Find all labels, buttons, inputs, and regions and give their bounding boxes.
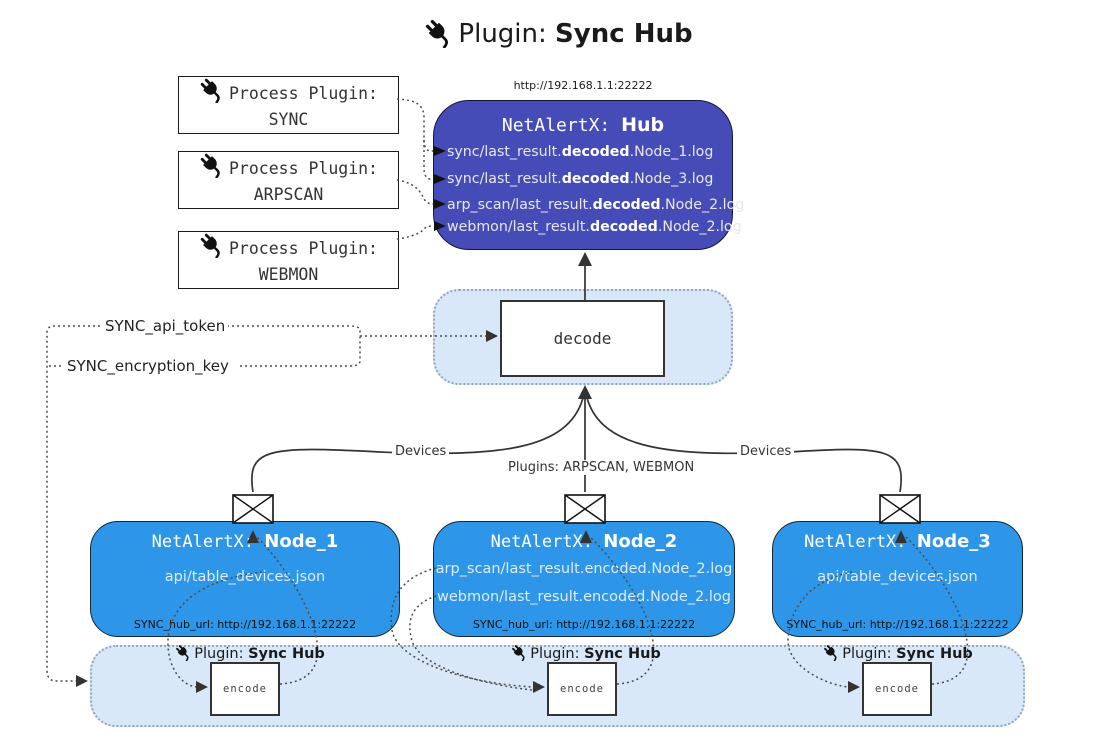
node-3-title: NetAlertX: Node_3	[804, 531, 991, 552]
node-1-line: api/table_devices.json	[164, 569, 326, 585]
hub-box[interactable]	[433, 100, 733, 250]
encoder-2-label: Plugin: Sync Hub	[476, 644, 696, 662]
hub-title: NetAlertX: Hub	[433, 114, 733, 136]
node-3-hub-url: SYNC_hub_url: http://192.168.1.1:22222	[786, 618, 1009, 631]
encode-box-2[interactable]: encode	[547, 662, 617, 716]
encoder-3-label: Plugin: Sync Hub	[788, 644, 1008, 662]
plug-icon	[199, 232, 225, 258]
node-2-line: webmon/last_result.encoded.Node_2.log	[436, 589, 731, 605]
node-2-line: arp_scan/last_result.encoded.Node_2.log	[435, 561, 733, 577]
encode-label: encode	[875, 683, 919, 695]
hub-log-line: sync/last_result.decoded.Node_1.log	[447, 144, 714, 160]
process-plugin-webmon[interactable]: Process Plugin: WEBMON	[178, 231, 399, 289]
node-2-hub-url: SYNC_hub_url: http://192.168.1.1:22222	[472, 618, 696, 631]
envelope-icon	[879, 494, 921, 524]
encode-label: encode	[223, 683, 267, 695]
node-1-title: NetAlertX: Node_1	[151, 531, 339, 552]
decode-box[interactable]: decode	[500, 300, 665, 377]
hub-title-bold: Hub	[621, 114, 665, 136]
decode-label: decode	[553, 329, 612, 348]
node-1-hub-url: SYNC_hub_url: http://192.168.1.1:22222	[133, 618, 357, 631]
encode-label: encode	[560, 683, 604, 695]
process-plugin-label: Process Plugin:	[228, 239, 378, 259]
encoder-1-label: Plugin: Sync Hub	[140, 644, 360, 662]
process-plugin-label: Process Plugin:	[228, 84, 378, 104]
hub-log-line: arp_scan/last_result.decoded.Node_2.log	[447, 197, 745, 213]
encode-box-3[interactable]: encode	[862, 662, 932, 716]
plug-icon	[511, 644, 528, 661]
process-plugin-arpscan[interactable]: Process Plugin: ARPSCAN	[178, 151, 399, 209]
hub-title-prefix: NetAlertX:	[501, 115, 622, 136]
plug-icon	[175, 644, 192, 661]
title-bold: Sync Hub	[555, 19, 693, 49]
node-2-title: NetAlertX: Node_2	[490, 531, 678, 552]
plug-icon	[199, 152, 225, 178]
plug-icon	[424, 18, 454, 48]
process-plugin-name: SYNC	[268, 110, 309, 129]
config-api-token-label: SYNC_api_token	[102, 317, 229, 335]
process-plugin-label: Process Plugin:	[228, 159, 378, 179]
plug-icon	[199, 77, 225, 103]
edge-label-devices-left: Devices	[392, 444, 450, 459]
node-3-line: api/table_devices.json	[817, 569, 978, 585]
process-plugin-name: ARPSCAN	[253, 185, 324, 204]
process-plugin-sync[interactable]: Process Plugin: SYNC	[178, 76, 399, 134]
hub-url: http://192.168.1.1:22222	[513, 79, 653, 92]
envelope-icon	[232, 494, 274, 524]
edge-label-devices-right: Devices	[737, 444, 795, 459]
process-plugin-name: WEBMON	[258, 265, 319, 284]
hub-log-line: webmon/last_result.decoded.Node_2.log	[447, 219, 742, 235]
page-title: Plugin: Sync Hub	[0, 18, 1117, 49]
config-encryption-key-label: SYNC_encryption_key	[64, 357, 232, 375]
hub-log-line: sync/last_result.decoded.Node_3.log	[447, 171, 714, 187]
title-prefix: Plugin:	[458, 19, 556, 49]
plug-icon	[823, 644, 840, 661]
edge-label-plugins: Plugins: ARPSCAN, WEBMON	[505, 460, 698, 475]
encode-box-1[interactable]: encode	[210, 662, 280, 716]
envelope-icon	[564, 494, 606, 524]
